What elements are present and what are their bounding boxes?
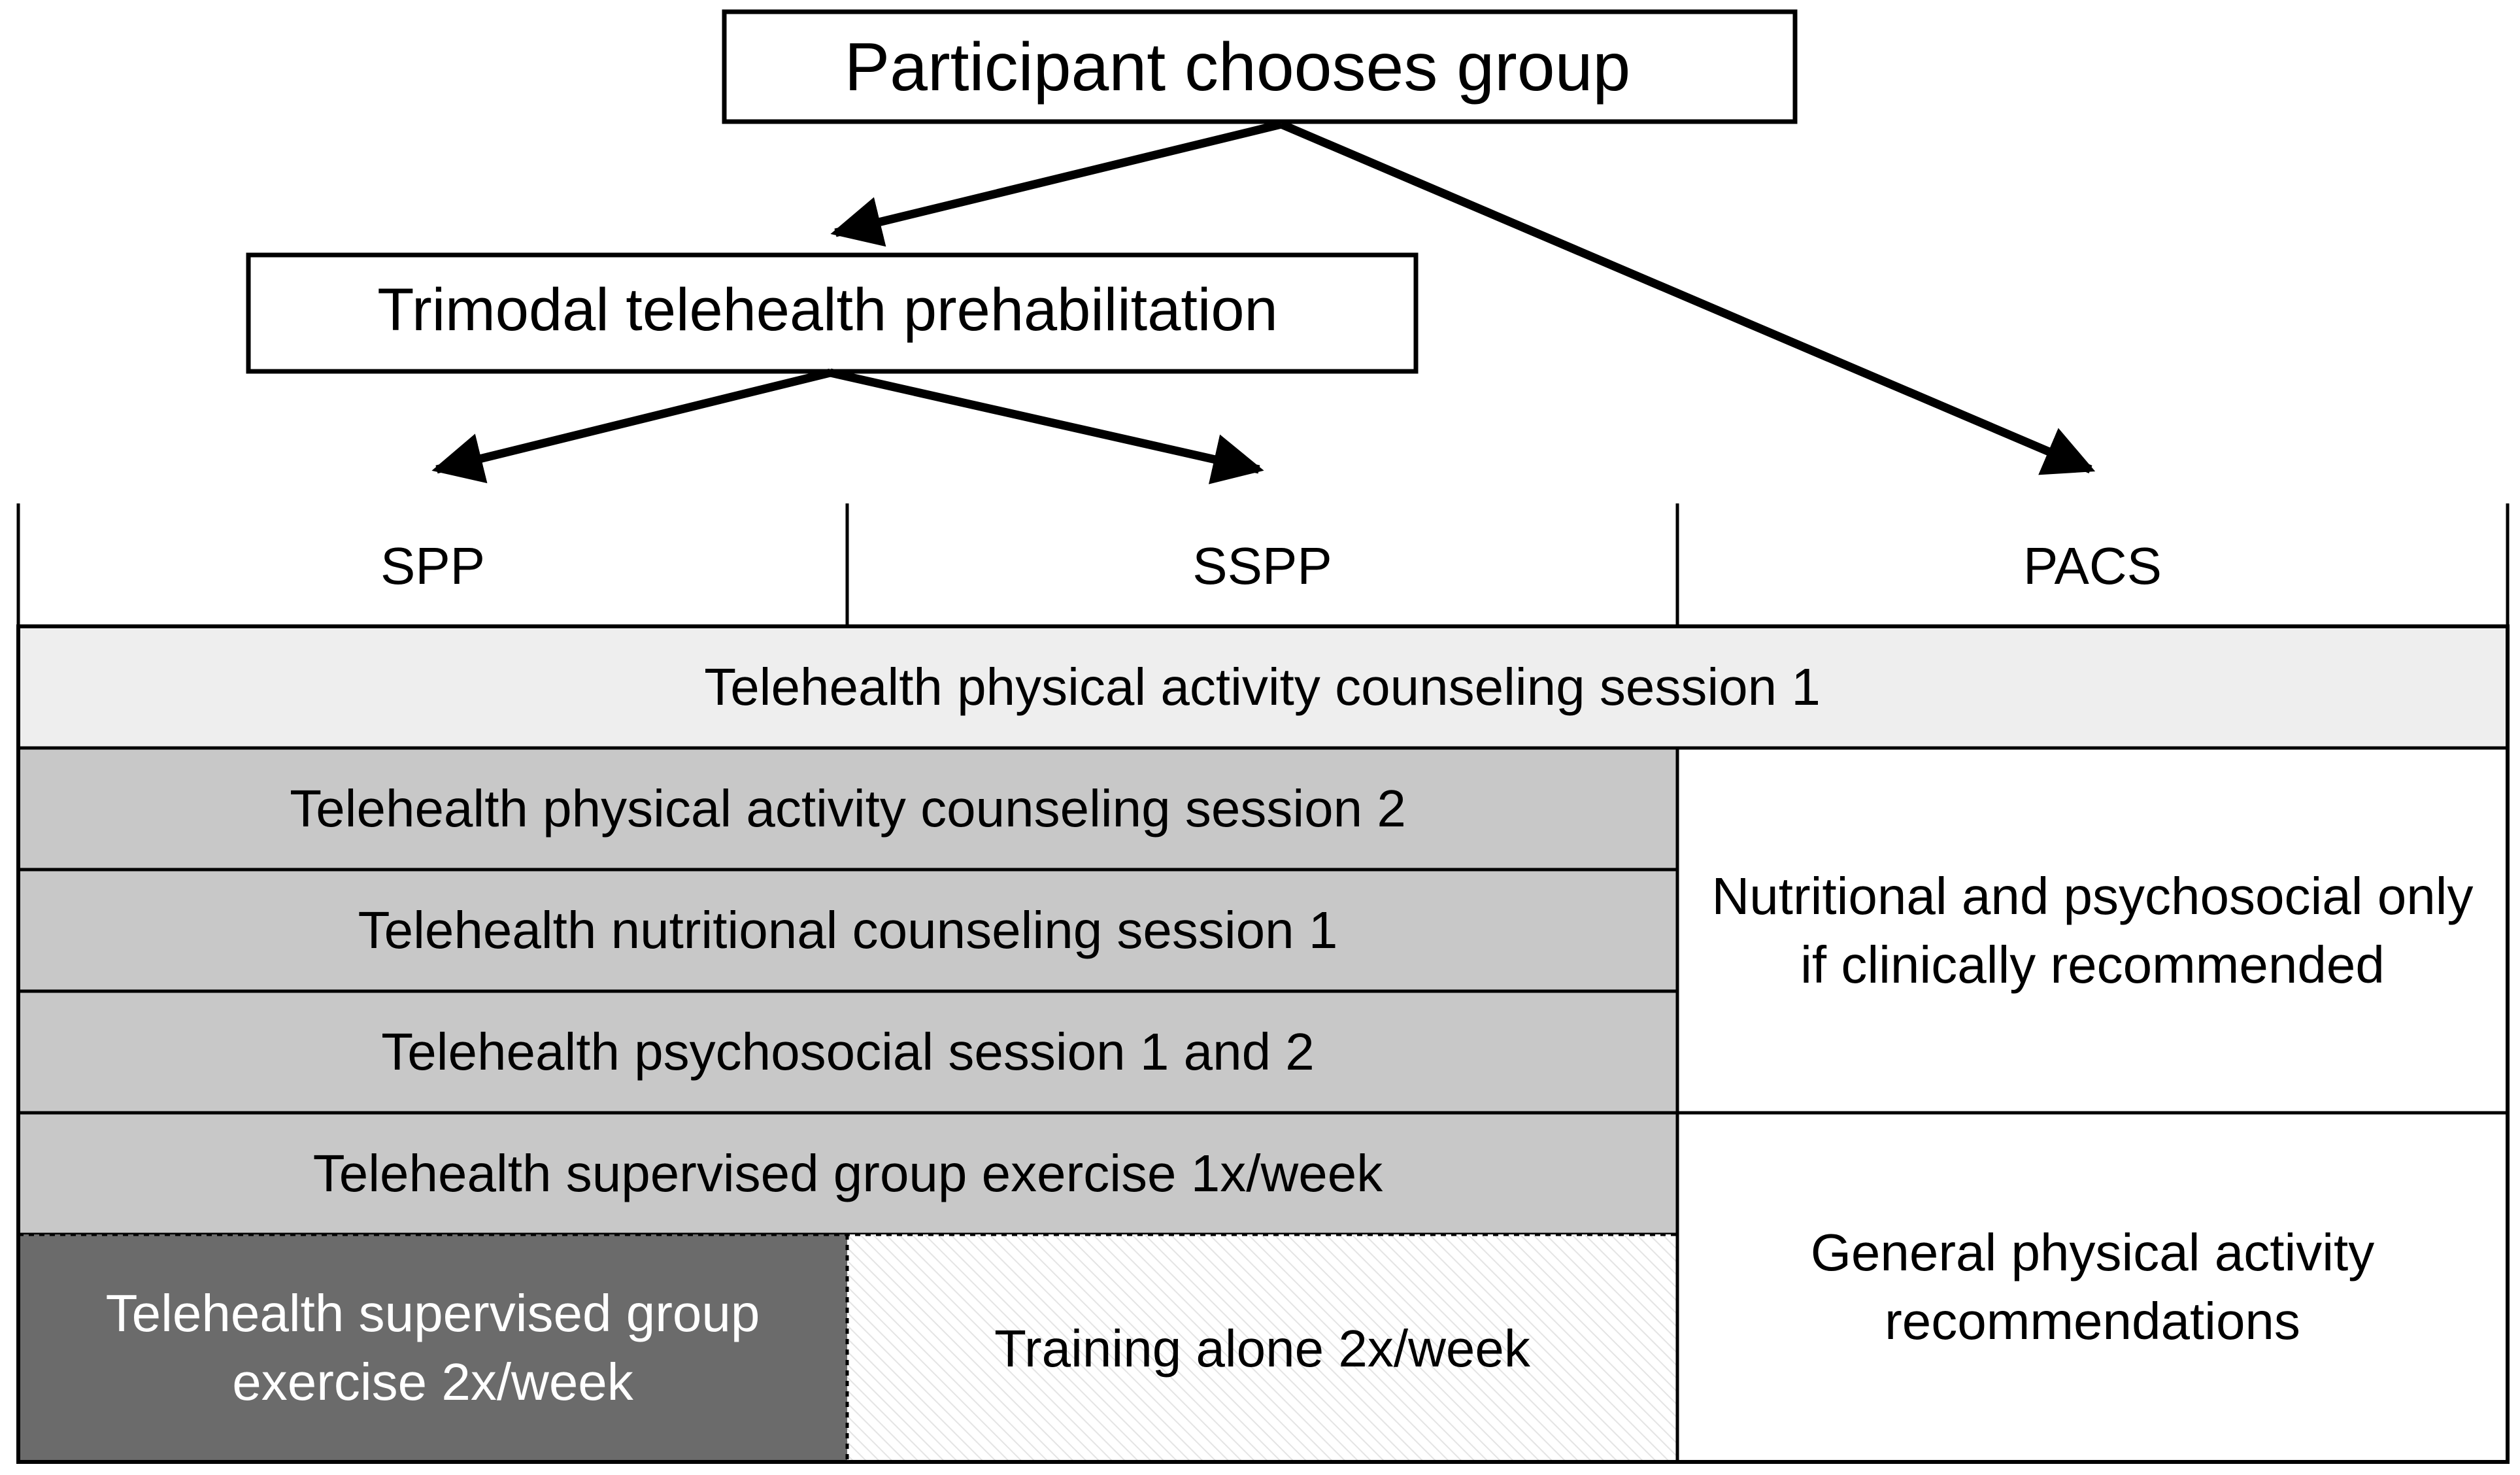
pacs-pa-recommendations-line-2: recommendations [1885, 1292, 2300, 1350]
row-nutrition-label: Telehealth nutritional counseling sessio… [358, 901, 1338, 959]
row-all-groups: Telehealth physical activity counseling … [16, 624, 2510, 750]
column-header-sspp: SSPP [1192, 537, 1332, 595]
row-psychosocial: Telehealth psychosocial session 1 and 2 [16, 989, 1679, 1115]
arrow-to-pacs [1279, 120, 2096, 475]
column-header-spp: SPP [380, 537, 485, 595]
row-supervised-1x-label: Telehealth supervised group exercise 1x/… [313, 1144, 1383, 1202]
row-psychosocial-label: Telehealth psychosocial session 1 and 2 [381, 1023, 1315, 1081]
row-supervised-1x: Telehealth supervised group exercise 1x/… [16, 1111, 1679, 1236]
row-pa-session2: Telehealth physical activity counseling … [16, 746, 1679, 872]
pacs-nutrition-cell: Nutritional and psychosocial only if cli… [1675, 746, 2510, 1115]
pacs-nutrition-line-1: Nutritional and psychosocial only [1711, 867, 2473, 925]
pacs-pa-recommendations-cell: General physical activity recommendation… [1675, 1111, 2510, 1464]
column-headers: SPP SSPP PACS [16, 503, 2510, 626]
table-outer-frame [16, 624, 2510, 1464]
spp-supervised-2x-cell: Telehealth supervised group exercise 2x/… [18, 1234, 847, 1462]
row-pa-session2-label: Telehealth physical activity counseling … [290, 779, 1406, 838]
row-all-groups-label: Telehealth physical activity counseling … [704, 658, 1821, 716]
arrow-to-trimodal [830, 120, 1283, 247]
sspp-training-alone-cell: Training alone 2x/week [847, 1234, 1677, 1462]
arrow-to-sspp [829, 368, 1264, 484]
trimodal-prehabilitation-label: Trimodal telehealth prehabilitation [377, 277, 1277, 343]
row-nutrition: Telehealth nutritional counseling sessio… [16, 868, 1679, 993]
trimodal-prehabilitation-box: Trimodal telehealth prehabilitation [246, 252, 1419, 374]
spp-supervised-2x-line-1: Telehealth supervised group [106, 1284, 760, 1342]
participant-chooses-group-box: Participant chooses group [722, 9, 1798, 124]
column-header-pacs: PACS [2023, 537, 2162, 595]
pacs-pa-recommendations-line-1: General physical activity [1811, 1223, 2375, 1281]
sspp-training-alone-label: Training alone 2x/week [994, 1319, 1531, 1378]
spp-supervised-2x-line-2: exercise 2x/week [232, 1353, 634, 1411]
arrow-to-spp [431, 368, 832, 484]
pacs-nutrition-line-2: if clinically recommended [1800, 936, 2385, 994]
participant-chooses-group-label: Participant chooses group [845, 29, 1631, 105]
